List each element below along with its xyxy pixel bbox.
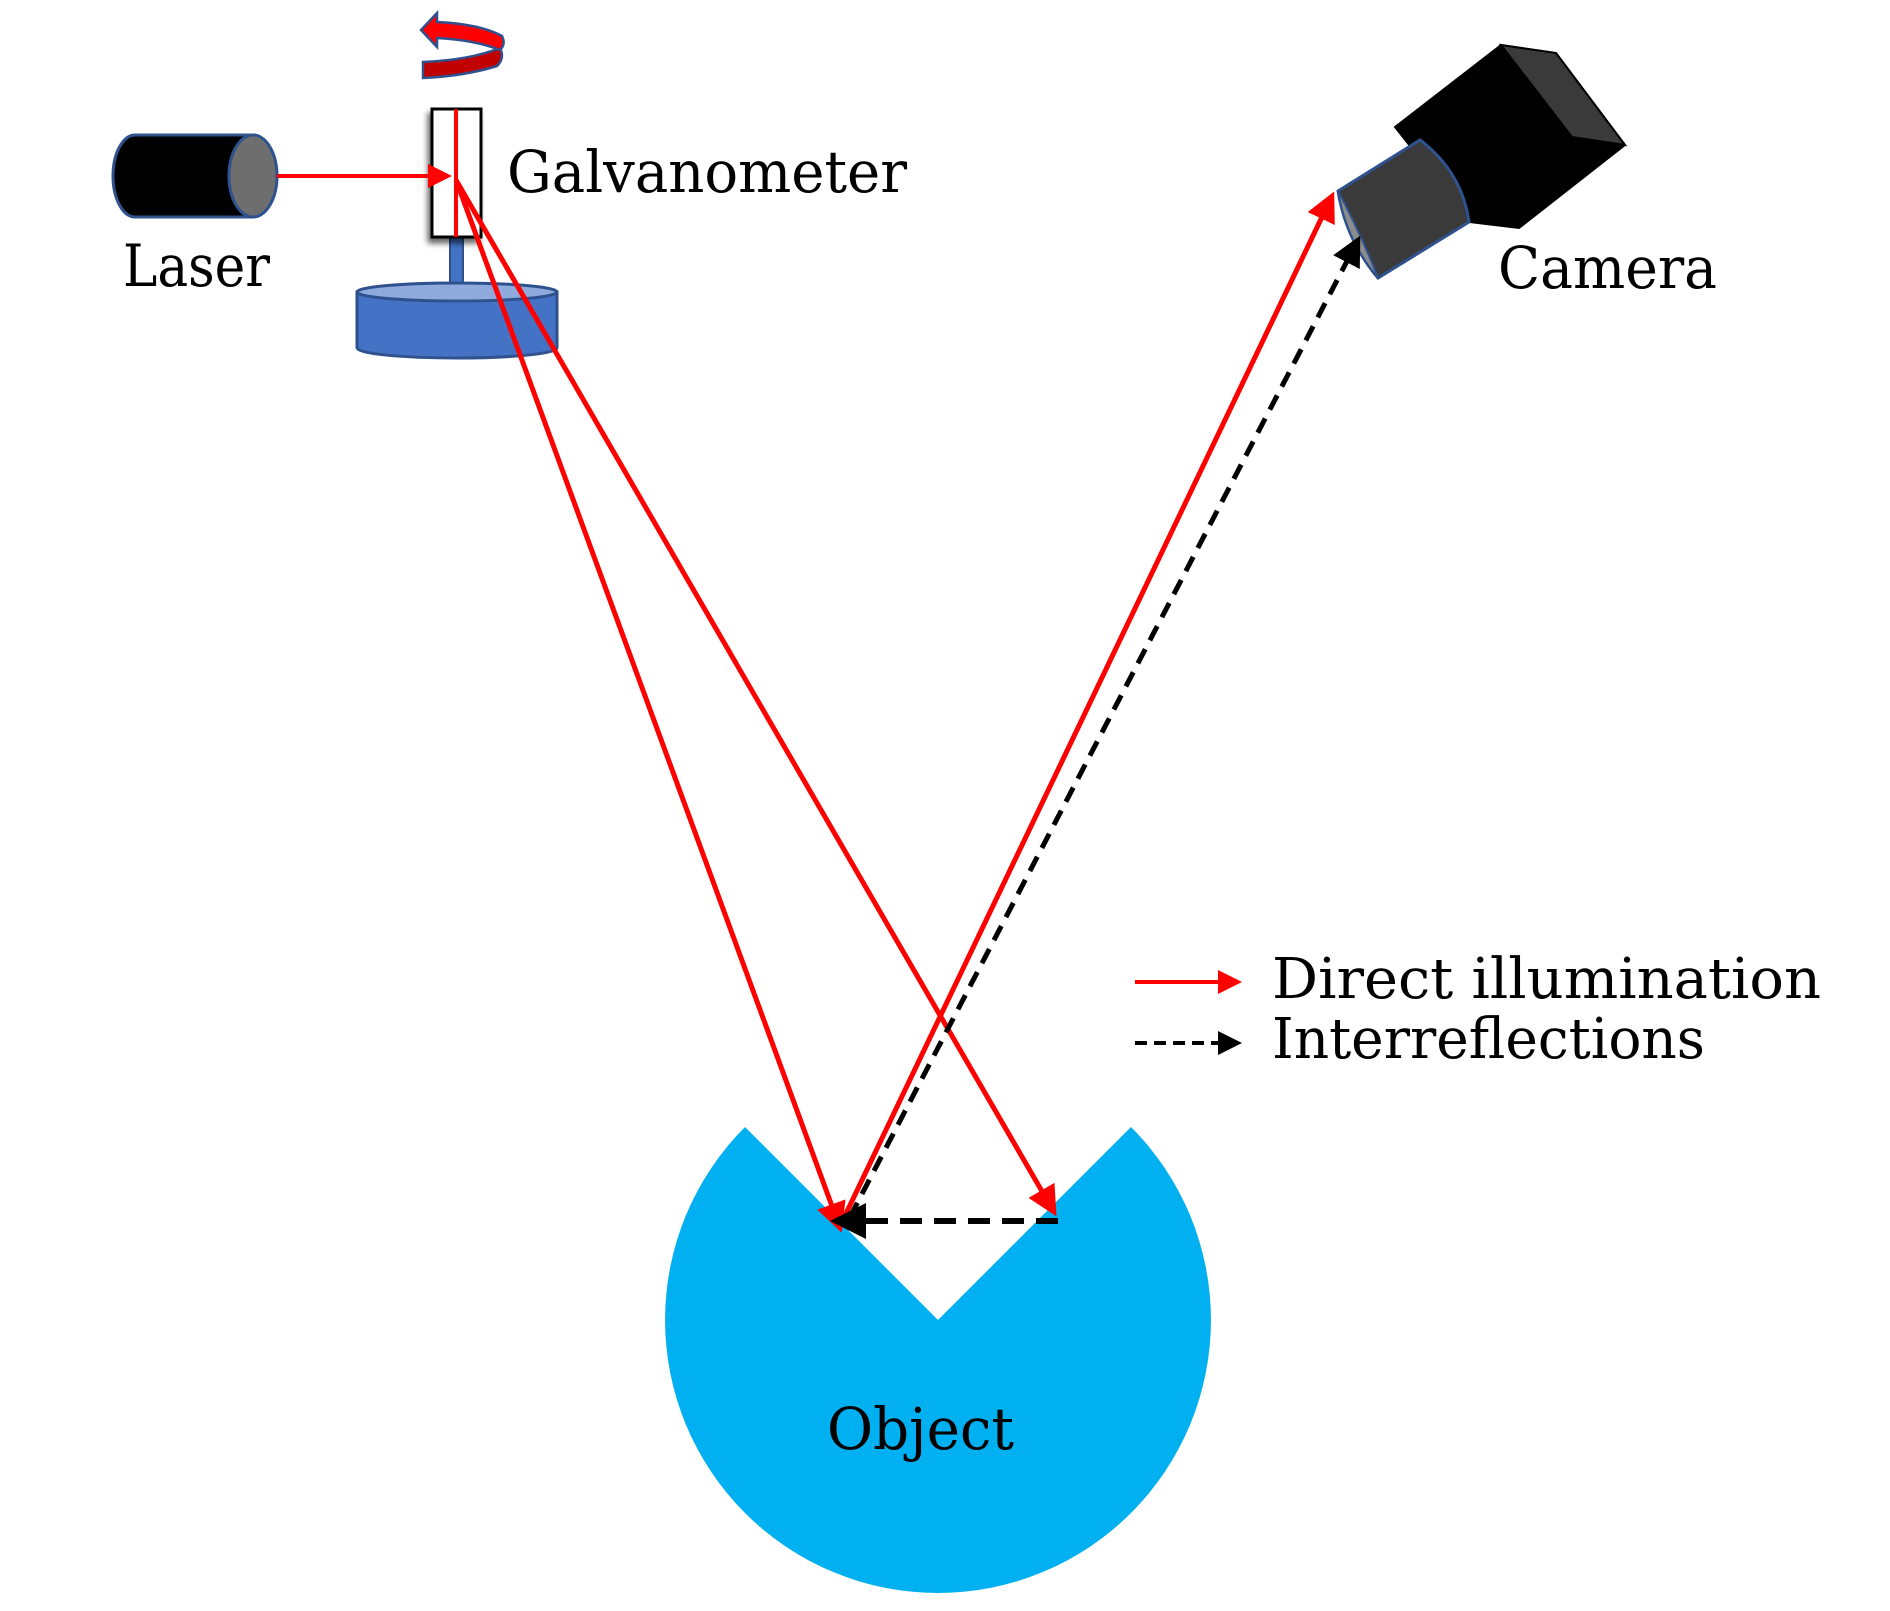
legend: Direct illumination Interreflections	[1135, 947, 1821, 1072]
interreflection-object-to-camera	[847, 235, 1361, 1219]
object-label: Object	[827, 1395, 1014, 1463]
laser: Laser	[111, 133, 279, 300]
camera-body-side	[1498, 43, 1628, 147]
laser-aperture	[227, 133, 279, 219]
beams	[277, 164, 1361, 1239]
galvanometer-label: Galvanometer	[507, 138, 907, 206]
beam-object-to-camera-direct	[839, 191, 1335, 1224]
rotation-arrow-icon	[419, 9, 505, 80]
beam-mirror-to-object-right	[453, 178, 1057, 1217]
object: Object	[665, 1127, 1211, 1593]
laser-label: Laser	[123, 232, 270, 300]
legend-item-direct: Direct illumination	[1135, 947, 1821, 1012]
camera: Camera	[1336, 43, 1717, 302]
camera-label: Camera	[1498, 234, 1717, 302]
legend-label-direct: Direct illumination	[1272, 947, 1821, 1012]
legend-label-interreflections: Interreflections	[1272, 1007, 1705, 1072]
legend-item-interreflections: Interreflections	[1135, 1007, 1705, 1072]
galvanometer: Galvanometer	[355, 9, 907, 360]
beam-mirror-to-object-left	[453, 179, 846, 1233]
galvanometer-base-top	[355, 281, 559, 303]
camera-lens-face	[1337, 190, 1379, 279]
galvanometer-base	[355, 290, 559, 360]
object-shape	[665, 1127, 1211, 1593]
laser-body	[111, 133, 255, 219]
